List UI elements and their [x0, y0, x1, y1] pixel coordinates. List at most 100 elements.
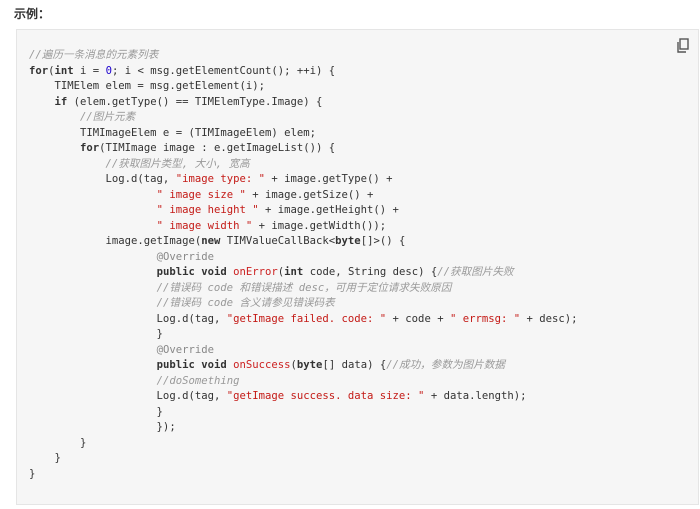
code-keyword: int [54, 64, 74, 77]
code-text: } [29, 436, 87, 449]
code-string: "getImage failed. code: " [226, 312, 387, 325]
code-text: image.getImage( [29, 235, 202, 247]
code-comment: //错误码 code 和错误描述 desc，可用于定位请求失败原因 [156, 281, 452, 294]
code-text [29, 96, 55, 108]
code-text: ( [48, 64, 55, 77]
code-line: @Override [29, 250, 578, 266]
code-text: (TIMImage image : e.getImageList()) { [99, 142, 336, 154]
code-text: (elem.getType() == TIMElemType.Image) { [67, 95, 323, 108]
code-text: TIMImageElem e = (TIMImageElem) elem; [29, 126, 317, 139]
code-line: //获取图片类型, 大小, 宽高 [29, 157, 578, 173]
code-text: + image.getType() + [265, 173, 393, 185]
code-annotation: @Override [156, 343, 214, 356]
code-text: + data.length); [424, 390, 527, 402]
code-keyword: public void [156, 266, 227, 278]
section-heading: 示例： [14, 7, 51, 21]
code-keyword: byte [296, 359, 323, 371]
code-keyword: byte [335, 235, 361, 247]
code-line: //图片元素 [29, 110, 578, 126]
code-text [29, 282, 157, 294]
code-comment: //成功，参数为图片数据 [386, 359, 505, 371]
code-line: //遍历一条消息的元素列表 [29, 48, 578, 64]
code-annotation: @Override [156, 250, 214, 263]
copy-icon[interactable] [676, 38, 690, 54]
code-text: []>() { [360, 235, 406, 247]
code-text: TIMElem elem = msg.getElement(i); [29, 80, 266, 92]
code-line: public void onSuccess(byte[] data) {//成功… [29, 358, 578, 374]
code-text: } [29, 328, 163, 340]
code-text: i = [73, 64, 106, 77]
code-string: "image type: " [175, 173, 265, 185]
code-line: " image height " + image.getHeight() + [29, 203, 578, 219]
code-line: TIMElem elem = msg.getElement(i); [29, 79, 578, 95]
code-keyword: if [54, 95, 68, 108]
code-text [29, 158, 106, 170]
code-line: if (elem.getType() == TIMElemType.Image)… [29, 95, 578, 111]
code-text: ( [277, 266, 285, 278]
code-text: + image.getSize() + [245, 188, 374, 201]
code-comment: //遍历一条消息的元素列表 [29, 49, 159, 61]
code-string: " image width " [156, 219, 253, 232]
code-text: ( [290, 359, 297, 371]
code-text: + image.getHeight() + [258, 204, 399, 216]
code-line: for(int i = 0; i < msg.getElementCount()… [29, 64, 578, 80]
code-keyword: for [29, 64, 49, 77]
code-text: Log.d(tag, [29, 173, 176, 185]
code-text: } [29, 467, 36, 480]
code-text [29, 375, 157, 387]
code-line: for(TIMImage image : e.getImageList()) { [29, 141, 578, 157]
code-keyword: public void [156, 359, 227, 371]
code-keyword: for [80, 142, 100, 154]
code-method-name: onSuccess [233, 359, 291, 371]
code-text [29, 204, 157, 216]
code-text [29, 220, 157, 232]
code-text: Log.d(tag, [29, 312, 227, 325]
code-line: TIMImageElem e = (TIMImageElem) elem; [29, 126, 578, 142]
code-comment: //doSomething [156, 374, 240, 387]
code-line: @Override [29, 343, 578, 359]
code-text: code, String desc) { [303, 266, 438, 278]
code-line: Log.d(tag, "image type: " + image.getTyp… [29, 172, 578, 188]
code-text [29, 111, 80, 123]
code-text [29, 359, 157, 371]
code-comment: //图片元素 [80, 111, 136, 123]
code-text [29, 251, 157, 263]
code-line: } [29, 436, 578, 452]
code-line: " image width " + image.getWidth()); [29, 219, 578, 235]
code-text: } [29, 405, 163, 418]
code-block: //遍历一条消息的元素列表 for(int i = 0; i < msg.getE… [16, 29, 699, 505]
code-string: " image size " [156, 188, 246, 201]
code-comment: //获取图片类型, 大小, 宽高 [105, 157, 250, 170]
code-string: " image height " [156, 204, 259, 216]
code-keyword: new [201, 235, 221, 247]
code-line: } [29, 451, 578, 467]
code-line: //doSomething [29, 374, 578, 390]
code-text: + desc); [520, 312, 578, 325]
code-text [29, 142, 80, 154]
code-number: 0 [105, 64, 112, 77]
code-listing: //遍历一条消息的元素列表 for(int i = 0; i < msg.getE… [29, 48, 578, 482]
code-line: Log.d(tag, "getImage success. data size:… [29, 389, 578, 405]
code-text: + image.getWidth()); [252, 219, 387, 232]
code-text: } [29, 452, 61, 464]
code-line: image.getImage(new TIMValueCallBack<byte… [29, 234, 578, 250]
code-line: } [29, 327, 578, 343]
code-text: [] data) { [322, 359, 387, 371]
code-line: Log.d(tag, "getImage failed. code: " + c… [29, 312, 578, 328]
code-text [29, 189, 157, 201]
code-text: Log.d(tag, [29, 390, 227, 402]
code-text [29, 266, 157, 278]
code-line: } [29, 467, 578, 483]
code-line: //错误码 code 和错误描述 desc，可用于定位请求失败原因 [29, 281, 578, 297]
code-string: "getImage success. data size: " [226, 390, 425, 402]
code-string: " errmsg: " [449, 312, 521, 325]
code-method-name: onError [233, 266, 278, 278]
code-line: }); [29, 420, 578, 436]
code-line: //错误码 code 含义请参见错误码表 [29, 296, 578, 312]
code-text: + code + [386, 312, 450, 325]
code-comment: //获取图片失败 [437, 266, 514, 278]
code-line: } [29, 405, 578, 421]
code-line: public void onError(int code, String des… [29, 265, 578, 281]
code-text: }); [29, 421, 176, 433]
code-comment: //错误码 code 含义请参见错误码表 [156, 297, 335, 309]
